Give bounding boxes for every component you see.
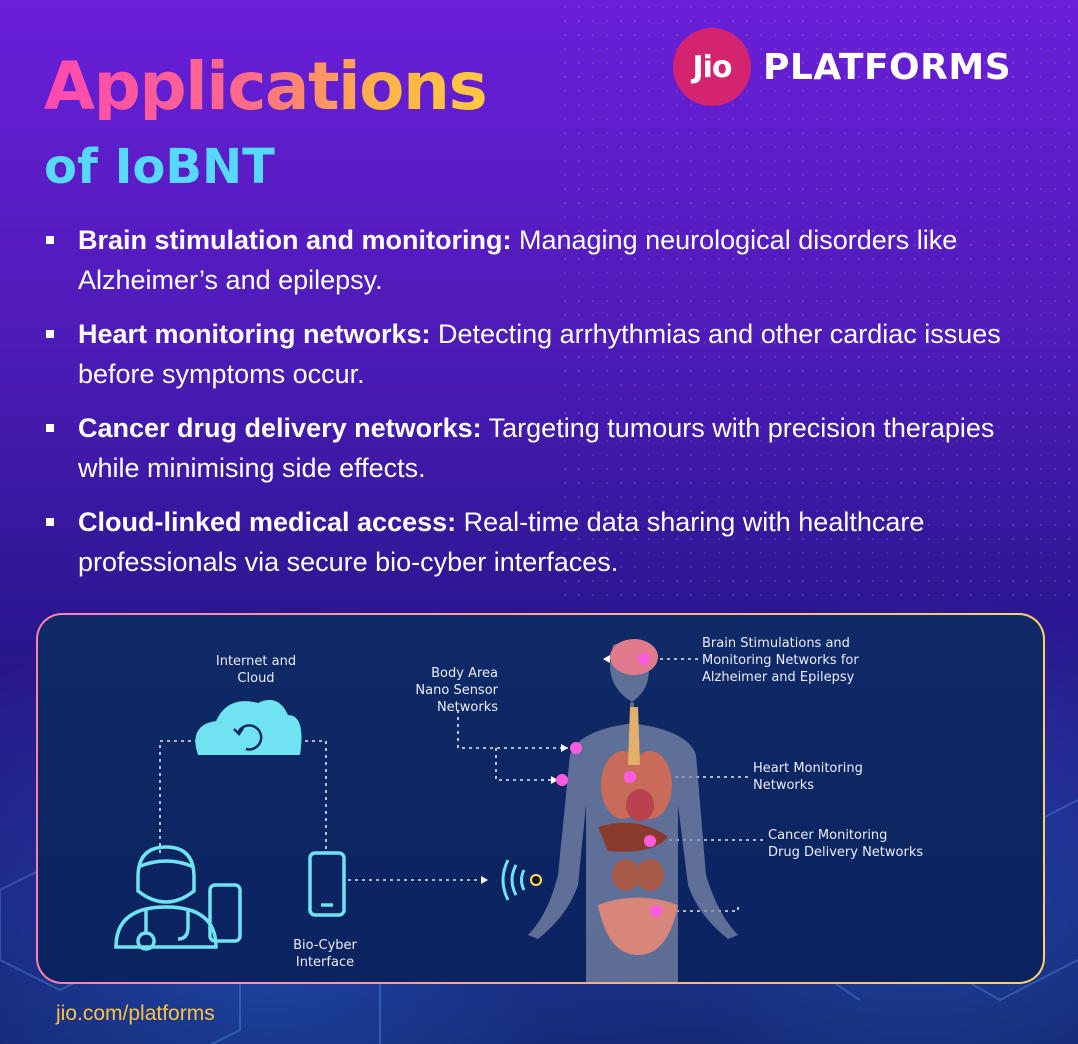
label-line: Networks [753, 778, 815, 793]
label-line: Internet and [215, 654, 297, 669]
body-area-label: Body Area Nano Sensor Networks [410, 665, 498, 716]
diagram-canvas [114, 639, 763, 982]
item-text: Targeting tumours with precision therapi… [78, 413, 995, 483]
logo-wordmark: PLATFORMS [763, 46, 1012, 88]
list-item: Cancer drug delivery networks: Targeting… [40, 408, 1060, 488]
label-line: Alzheimer and Epilepsy [702, 670, 855, 685]
label-line: Monitoring Networks for [702, 653, 859, 668]
jio-logo-mark: Jio [673, 28, 751, 106]
applications-list: Brain stimulation and monitoring: Managi… [40, 220, 1060, 596]
cancer-label: Cancer Monitoring Drug Delivery Networks [768, 827, 968, 861]
label-line: Cancer Monitoring [768, 828, 888, 843]
item-text: Detecting arrhythmias and other cardiac … [78, 319, 1001, 389]
item-heading: Cloud-linked medical access: [78, 507, 457, 537]
bullet-square-icon [46, 236, 54, 244]
label-line: Brain Stimulations and [702, 636, 850, 651]
label-line: Interface [295, 955, 355, 970]
label-line: Heart Monitoring [753, 761, 863, 776]
heart-label: Heart Monitoring Networks [753, 760, 913, 794]
list-item: Brain stimulation and monitoring: Managi… [40, 220, 1060, 300]
item-heading: Brain stimulation and monitoring: [78, 225, 512, 255]
internet-cloud-label: Internet and Cloud [208, 653, 304, 687]
jio-platforms-logo: Jio PLATFORMS [673, 28, 1011, 106]
label-line: Cloud [237, 671, 275, 686]
page-subtitle: of IoBNT [44, 139, 275, 195]
website-link[interactable]: jio.com/platforms [56, 1002, 215, 1025]
label-line: Body Area [431, 666, 498, 681]
item-heading: Heart monitoring networks: [78, 319, 431, 349]
human-body-illustration [528, 639, 738, 982]
label-line: Drug Delivery Networks [768, 845, 924, 860]
item-text: Real-time data sharing with healthcare p… [78, 507, 925, 577]
cloud-sync-icon [195, 699, 302, 755]
bullet-square-icon [46, 424, 54, 432]
wireless-signal-icon [501, 859, 526, 901]
label-line: Bio-Cyber [293, 938, 357, 953]
sensor-glow-markers [556, 653, 662, 917]
item-text: Managing neurological disorders like Alz… [78, 225, 958, 295]
bullet-square-icon [46, 518, 54, 526]
item-heading: Cancer drug delivery networks: [78, 413, 482, 443]
background-dot-pattern [558, 0, 1078, 600]
doctor-icon [114, 845, 218, 951]
label-line: Nano Sensor [415, 683, 498, 698]
bio-cyber-interface-label: Bio-Cyber Interface [282, 937, 368, 971]
page-title: Applications [44, 48, 488, 125]
bullet-square-icon [46, 330, 54, 338]
list-item: Heart monitoring networks: Detecting arr… [40, 314, 1060, 394]
iobnt-diagram-panel: Internet and Cloud Bio-Cyber Interface B… [36, 613, 1045, 984]
list-item: Cloud-linked medical access: Real-time d… [40, 502, 1060, 582]
brain-label: Brain Stimulations and Monitoring Networ… [702, 635, 922, 686]
label-line: Networks [436, 700, 498, 715]
smartphone-icon [208, 851, 346, 943]
